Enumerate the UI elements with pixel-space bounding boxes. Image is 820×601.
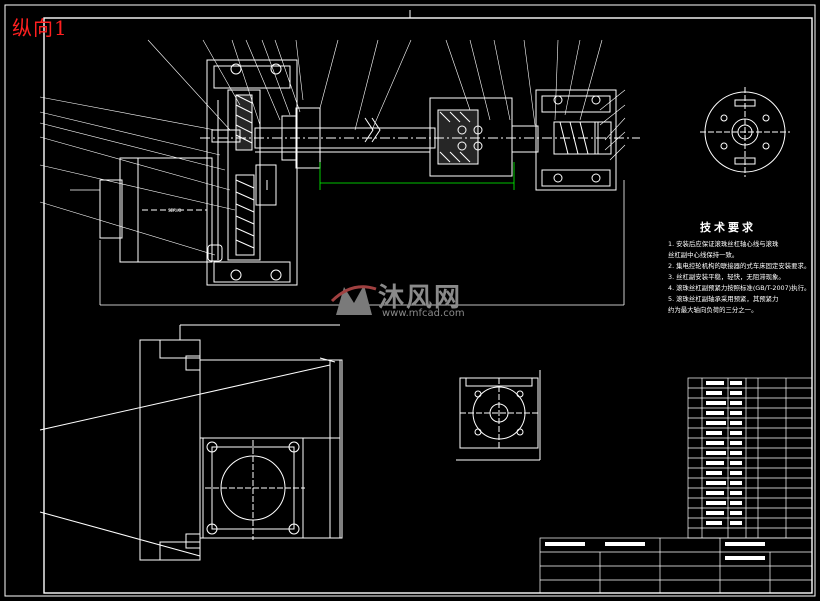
watermark-brand: 沐风网 [378, 283, 463, 313]
tech-line: 约为最大轴向负荷的三分之一。 [668, 306, 758, 314]
tech-line: 4. 滚珠丝杠副预紧力按照标准(GB/T-2007)执行。 [668, 284, 811, 292]
bom-table [539, 377, 813, 594]
gearbox-housing [206, 59, 298, 286]
ball-screw-assembly [200, 89, 640, 191]
bom-cell-marks [545, 381, 765, 560]
tech-line: 2. 集电控轮机构的联接器的式车床固定安装要求。 [668, 262, 811, 270]
watermark-url: www.mfcad.com [382, 308, 465, 319]
tech-line: 1. 安装后应保证滚珠丝杠轴心线与滚珠 [668, 240, 779, 248]
tech-line: 丝杠副中心线保持一致。 [668, 251, 739, 259]
inner-frame [43, 17, 813, 594]
section-view-a [39, 324, 343, 561]
watermark-logo-icon [330, 285, 377, 315]
tech-line: 5. 滚珠丝杠副轴承采用预紧，其预紧力 [668, 295, 779, 303]
technical-requirements: 技术要求 1. 安装后应保证滚珠丝杠轴心线与滚珠 丝杠副中心线保持一致。 2. … [668, 222, 818, 316]
tech-title: 技术要求 [700, 221, 756, 234]
motor-label: SERVO [168, 208, 181, 213]
top-callouts [39, 39, 626, 256]
outer-frame [4, 4, 816, 597]
drawing-title: 纵向1 [12, 16, 68, 40]
watermark: 沐风网 www.mfcad.com [330, 275, 500, 325]
tech-line: 3. 丝杠副安装平稳，轻快，无阻滞现象。 [668, 273, 785, 281]
section-view-b [456, 370, 541, 461]
end-view [700, 87, 790, 177]
servo-motor [99, 157, 213, 263]
dimension-line [319, 162, 515, 190]
